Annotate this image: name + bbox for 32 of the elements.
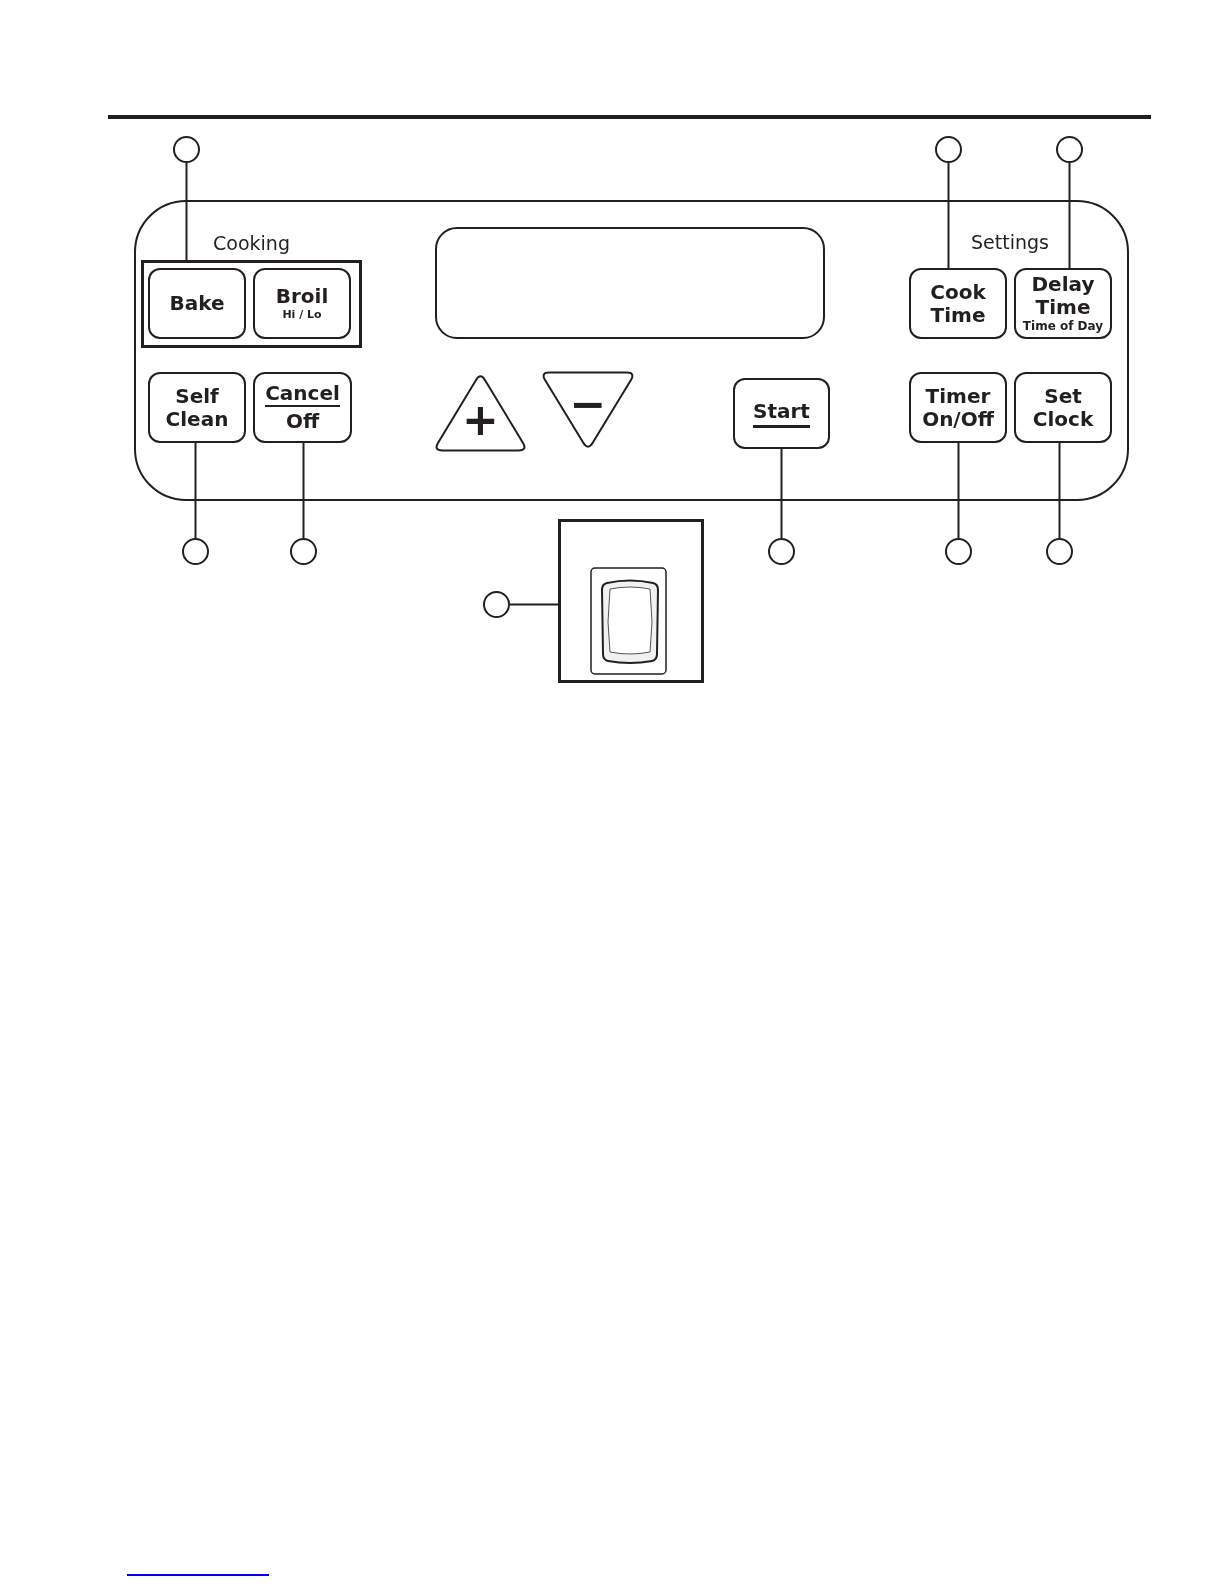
timer-button: Timer On/Off [909, 372, 1007, 443]
rocker-switch-drawing [558, 519, 704, 683]
callout-circle [173, 136, 200, 163]
group-heading: Cooking [213, 232, 290, 254]
broil-button: Broil Hi / Lo [253, 268, 351, 339]
leader-line [947, 162, 950, 269]
callout-circle [945, 538, 972, 565]
leader-line [302, 442, 305, 539]
leader-line [1068, 162, 1071, 269]
set-clock-button: Set Clock [1014, 372, 1112, 443]
leader-line [1058, 442, 1061, 539]
section-heading: Settings [971, 231, 1049, 253]
self-clean-button: Self Clean [148, 372, 246, 443]
bake-button: Bake [148, 268, 246, 339]
leader-line [957, 442, 960, 539]
delay-time-button: Delay Time Time of Day [1014, 268, 1112, 339]
start-button: Start [733, 378, 830, 449]
cancel-off-button: Cancel Off [253, 372, 352, 443]
callout-circle [290, 538, 317, 565]
callout-circle [483, 591, 510, 618]
callout-circle [182, 538, 209, 565]
callout-circle [935, 136, 962, 163]
leader-line [185, 162, 188, 261]
callout-circle [768, 538, 795, 565]
leader-line [194, 442, 197, 539]
callout-circle [1046, 538, 1073, 565]
callout-circle [1056, 136, 1083, 163]
leader-line [780, 448, 783, 539]
display-window [435, 227, 825, 339]
leader-line [509, 603, 559, 606]
control-panel [134, 200, 1129, 501]
cook-time-button: Cook Time [909, 268, 1007, 339]
